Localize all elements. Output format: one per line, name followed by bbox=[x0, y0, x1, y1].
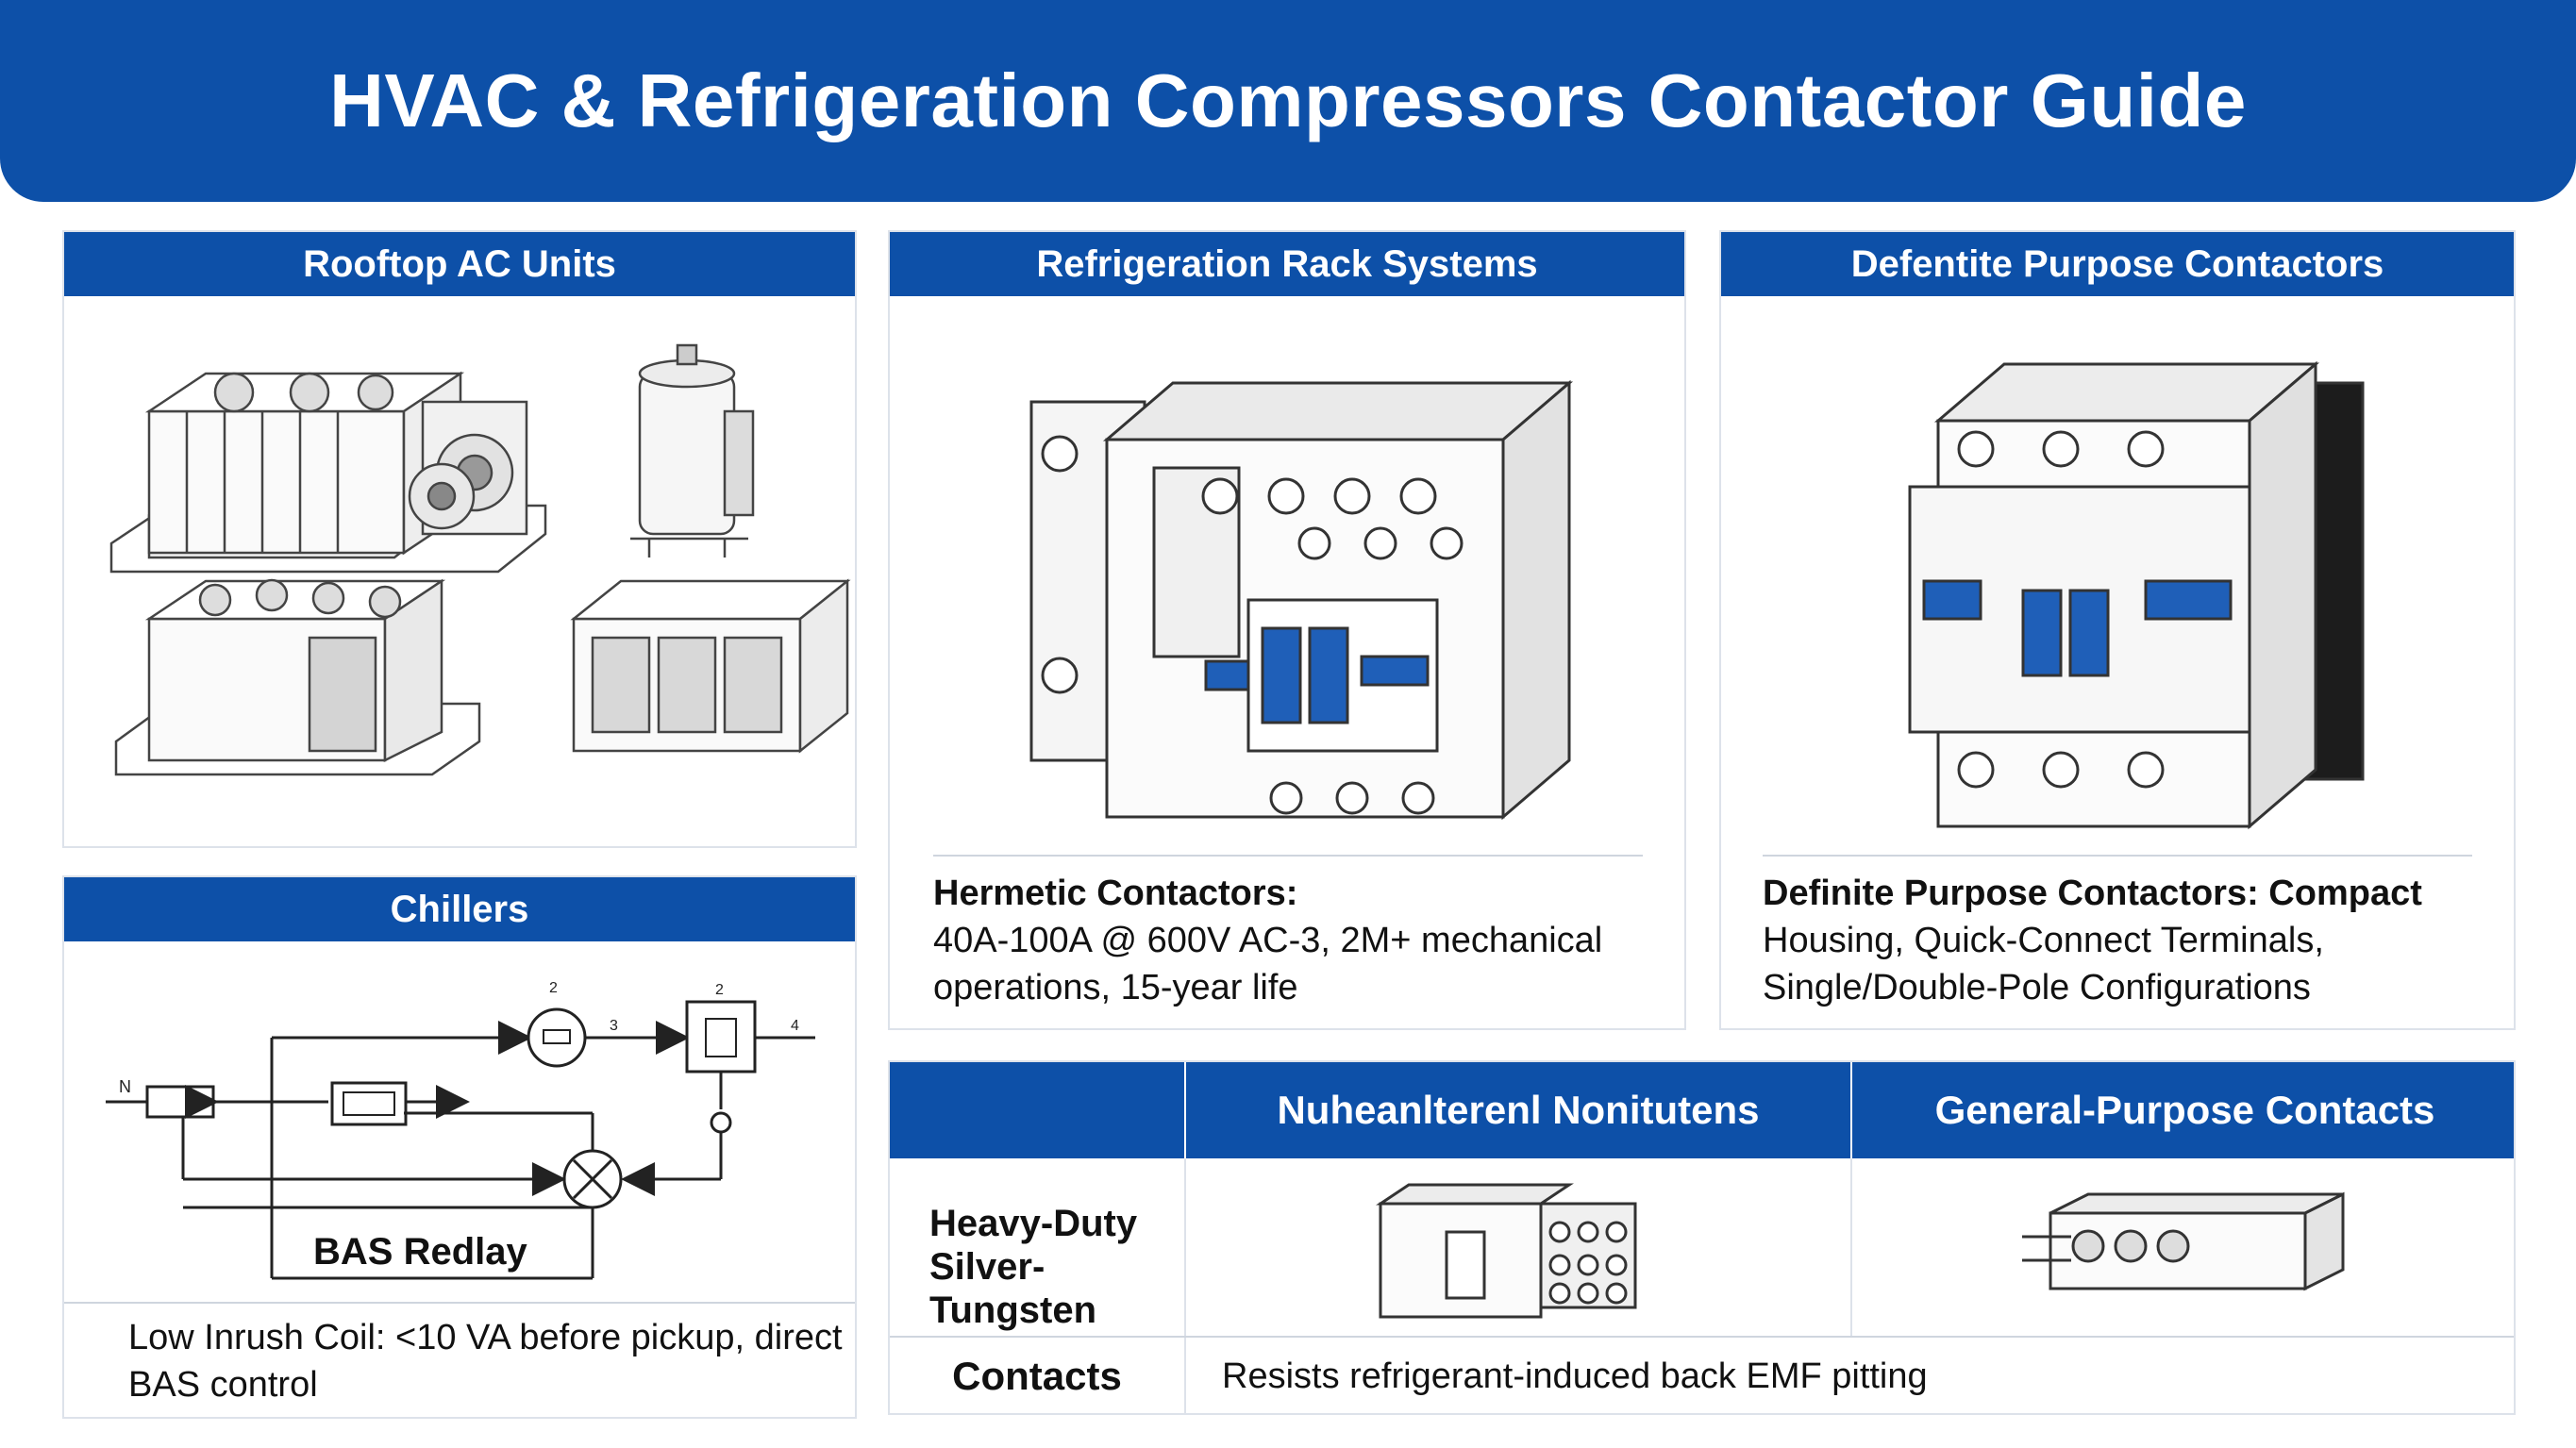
diagram-label-4: 4 bbox=[791, 1018, 799, 1034]
definite-caption-lead: Definite Purpose Contactors: Compact bbox=[1763, 874, 2422, 913]
definite-caption-body: Housing, Quick-Connect Terminals, Single… bbox=[1763, 921, 2324, 1007]
panel-refrigeration-rack: Refrigeration Rack Systems bbox=[888, 230, 1686, 1030]
hermetic-contactor-illustration bbox=[1029, 379, 1574, 821]
rooftop-units-illustration bbox=[109, 343, 851, 776]
contacts-table: Nuheanlterenl Nonitutens General-Purpose… bbox=[888, 1060, 2516, 1415]
diagram-label-n: N bbox=[119, 1077, 131, 1096]
diagram-label-3: 3 bbox=[610, 1018, 618, 1034]
diagram-label-top: 2 bbox=[549, 980, 558, 996]
rack-caption-lead: Hermetic Contactors: bbox=[933, 874, 1298, 913]
general-purpose-contact-illustration bbox=[2022, 1191, 2345, 1291]
table-row-divider bbox=[890, 1336, 2514, 1338]
panel-rooftop-heading: Rooftop AC Units bbox=[64, 232, 855, 296]
panel-definite-purpose: Defentite Purpose Contactors Definite Pu… bbox=[1719, 230, 2516, 1030]
table-header-col3: General-Purpose Contacts bbox=[1852, 1062, 2514, 1158]
rack-caption-body: 40A-100A @ 600V AC-3, 2M+ mechanical ope… bbox=[933, 921, 1603, 1007]
definite-caption: Definite Purpose Contactors: Compact Hou… bbox=[1763, 870, 2489, 1011]
table-row2-label: Contacts bbox=[952, 1354, 1122, 1398]
table-grid-line bbox=[1850, 1158, 1852, 1338]
definite-divider bbox=[1763, 855, 2472, 857]
panel-chillers: Chillers bbox=[62, 875, 857, 1419]
table-header-col1 bbox=[890, 1062, 1184, 1158]
definite-purpose-contactor-illustration bbox=[1908, 360, 2365, 830]
chillers-divider bbox=[64, 1302, 855, 1304]
panel-definite-heading: Defentite Purpose Contactors bbox=[1721, 232, 2514, 296]
table-row1-label: Heavy-Duty Silver-Tungsten bbox=[929, 1203, 1138, 1331]
page-title: HVAC & Refrigeration Compressors Contact… bbox=[329, 58, 2247, 142]
chillers-caption: Low Inrush Coil: <10 VA before pickup, d… bbox=[128, 1318, 843, 1405]
heavy-duty-contact-block-illustration bbox=[1376, 1183, 1637, 1319]
table-grid-line bbox=[1184, 1158, 1186, 1413]
rack-caption: Hermetic Contactors: 40A-100A @ 600V AC-… bbox=[933, 870, 1650, 1011]
table-header-col2: Nuheanlterenl Nonitutens bbox=[1186, 1062, 1850, 1158]
diagram-label-2b: 2 bbox=[715, 982, 724, 998]
panel-rooftop-ac: Rooftop AC Units bbox=[62, 230, 857, 848]
table-row2-value: Resists refrigerant-induced back EMF pit… bbox=[1222, 1356, 1928, 1396]
diagram-box-label: BAS Redlay bbox=[313, 1231, 527, 1273]
chiller-control-diagram: N 2 3 2 4 BAS Redlay bbox=[106, 980, 815, 1280]
title-banner: HVAC & Refrigeration Compressors Contact… bbox=[0, 0, 2576, 202]
panel-rack-heading: Refrigeration Rack Systems bbox=[890, 232, 1684, 296]
rack-divider bbox=[933, 855, 1643, 857]
panel-chillers-heading: Chillers bbox=[64, 877, 855, 941]
